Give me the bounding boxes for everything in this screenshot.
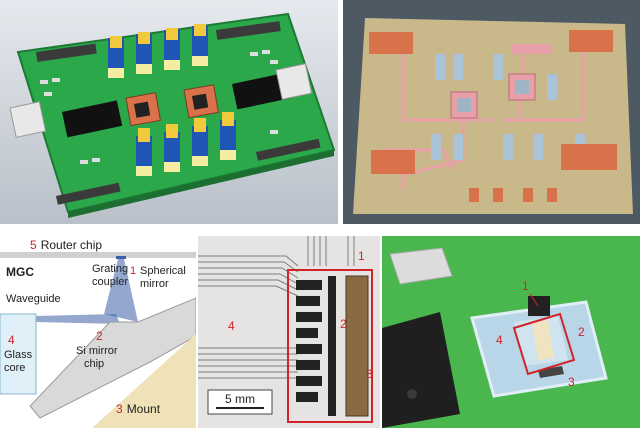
- panel-board-photo: [343, 0, 640, 224]
- closeup-outline: [512, 312, 576, 376]
- board-photo-graphic: [343, 0, 640, 224]
- mirror-num: 1: [130, 265, 136, 277]
- mount-shape: [92, 334, 196, 428]
- micro-num-2: 2: [340, 317, 347, 331]
- closeup-num-1: 1: [522, 279, 529, 293]
- light-beam-vertical: [104, 259, 138, 322]
- light-beam-horizontal: [36, 314, 120, 324]
- glass-num: 4: [8, 333, 15, 347]
- si-mirror-num: 2: [96, 329, 103, 343]
- micro-num-1: 1: [358, 249, 365, 263]
- micro-num-4: 4: [228, 319, 235, 333]
- micrograph-graphic: 5 mm 1 2 3 4: [198, 236, 380, 428]
- si-mirror-label-2: chip: [84, 358, 104, 370]
- chip-shape: [345, 275, 369, 417]
- glass-label-1: Glass: [4, 349, 33, 361]
- mgc-label: MGC: [6, 265, 34, 279]
- router-chip-shape: [0, 252, 196, 258]
- panel-pcb-render: [0, 0, 338, 224]
- closeup-num-3: 3: [568, 375, 575, 389]
- grating-label-2: coupler: [92, 276, 128, 288]
- closeup-num-2: 2: [578, 325, 585, 339]
- panel-closeup-render: 1 2 3 4: [382, 236, 640, 428]
- si-mirror-label-1: Si mirror: [76, 345, 118, 357]
- micro-num-3: 3: [366, 367, 373, 381]
- mirror-label-1: Spherical: [140, 265, 186, 277]
- scale-label: 5 mm: [225, 392, 255, 406]
- waveguide-label: Waveguide: [6, 293, 61, 305]
- highlight-outline: [287, 269, 373, 423]
- si-mirror-chip-shape: [29, 297, 196, 419]
- pcb-render-graphic: [0, 0, 338, 224]
- scale-box: [207, 389, 273, 415]
- grating-label-1: Grating: [92, 263, 128, 275]
- closeup-num-4: 4: [496, 333, 503, 347]
- mirror-label-2: mirror: [140, 278, 169, 290]
- panel-micrograph: 5 mm 1 2 3 4: [198, 236, 380, 428]
- glass-core-shape: [0, 313, 37, 395]
- glass-label-2: core: [4, 362, 25, 374]
- closeup-graphic: 1 2 3 4: [382, 236, 640, 428]
